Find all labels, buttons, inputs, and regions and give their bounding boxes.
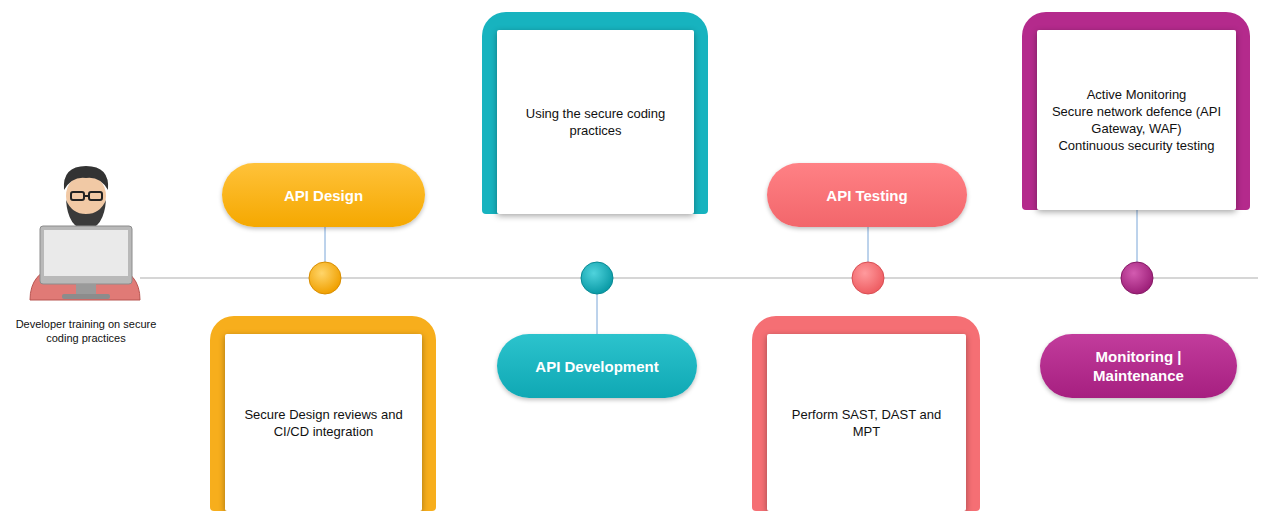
developer-icon (30, 166, 140, 300)
phase-title: API Design (284, 186, 363, 205)
phase-pill: Monitoring | Maintenance (1040, 334, 1237, 398)
phase-pill: API Testing (767, 163, 967, 227)
phase-pill: API Development (497, 334, 697, 398)
phase-pill: API Design (222, 163, 425, 227)
phase-title: Monitoring | Maintenance (1054, 347, 1223, 385)
card-text: Perform SAST, DAST and MPT (781, 406, 952, 440)
callout-card: Secure Design reviews and CI/CD integrat… (210, 316, 436, 511)
timeline-axis (140, 277, 1258, 279)
milestone-dot (852, 262, 884, 294)
milestone-dot (581, 262, 613, 294)
card-panel: Active MonitoringSecure network defence … (1037, 30, 1236, 210)
card-panel: Perform SAST, DAST and MPT (767, 334, 966, 511)
leader-line (1137, 210, 1138, 262)
leader-line (325, 227, 326, 262)
milestone-dot (1121, 262, 1153, 294)
phase-title: API Testing (826, 186, 907, 205)
card-text: Active Monitoring (1087, 86, 1187, 103)
card-panel: Secure Design reviews and CI/CD integrat… (225, 334, 422, 511)
card-text: Secure network defence (API Gateway, WAF… (1051, 103, 1222, 137)
card-panel: Using the secure coding practices (497, 30, 694, 214)
milestone-dot (309, 262, 341, 294)
card-text: Using the secure coding practices (511, 105, 680, 139)
leader-line (868, 227, 869, 262)
callout-card: Perform SAST, DAST and MPT (752, 316, 980, 511)
phase-title: API Development (535, 357, 658, 376)
icon-caption: Developer training on secure coding prac… (8, 317, 164, 345)
card-text: Continuous security testing (1058, 137, 1214, 154)
card-text: Secure Design reviews and CI/CD integrat… (239, 406, 408, 440)
leader-line (597, 294, 598, 334)
callout-card: Active MonitoringSecure network defence … (1022, 12, 1250, 210)
callout-card: Using the secure coding practices (482, 12, 708, 214)
